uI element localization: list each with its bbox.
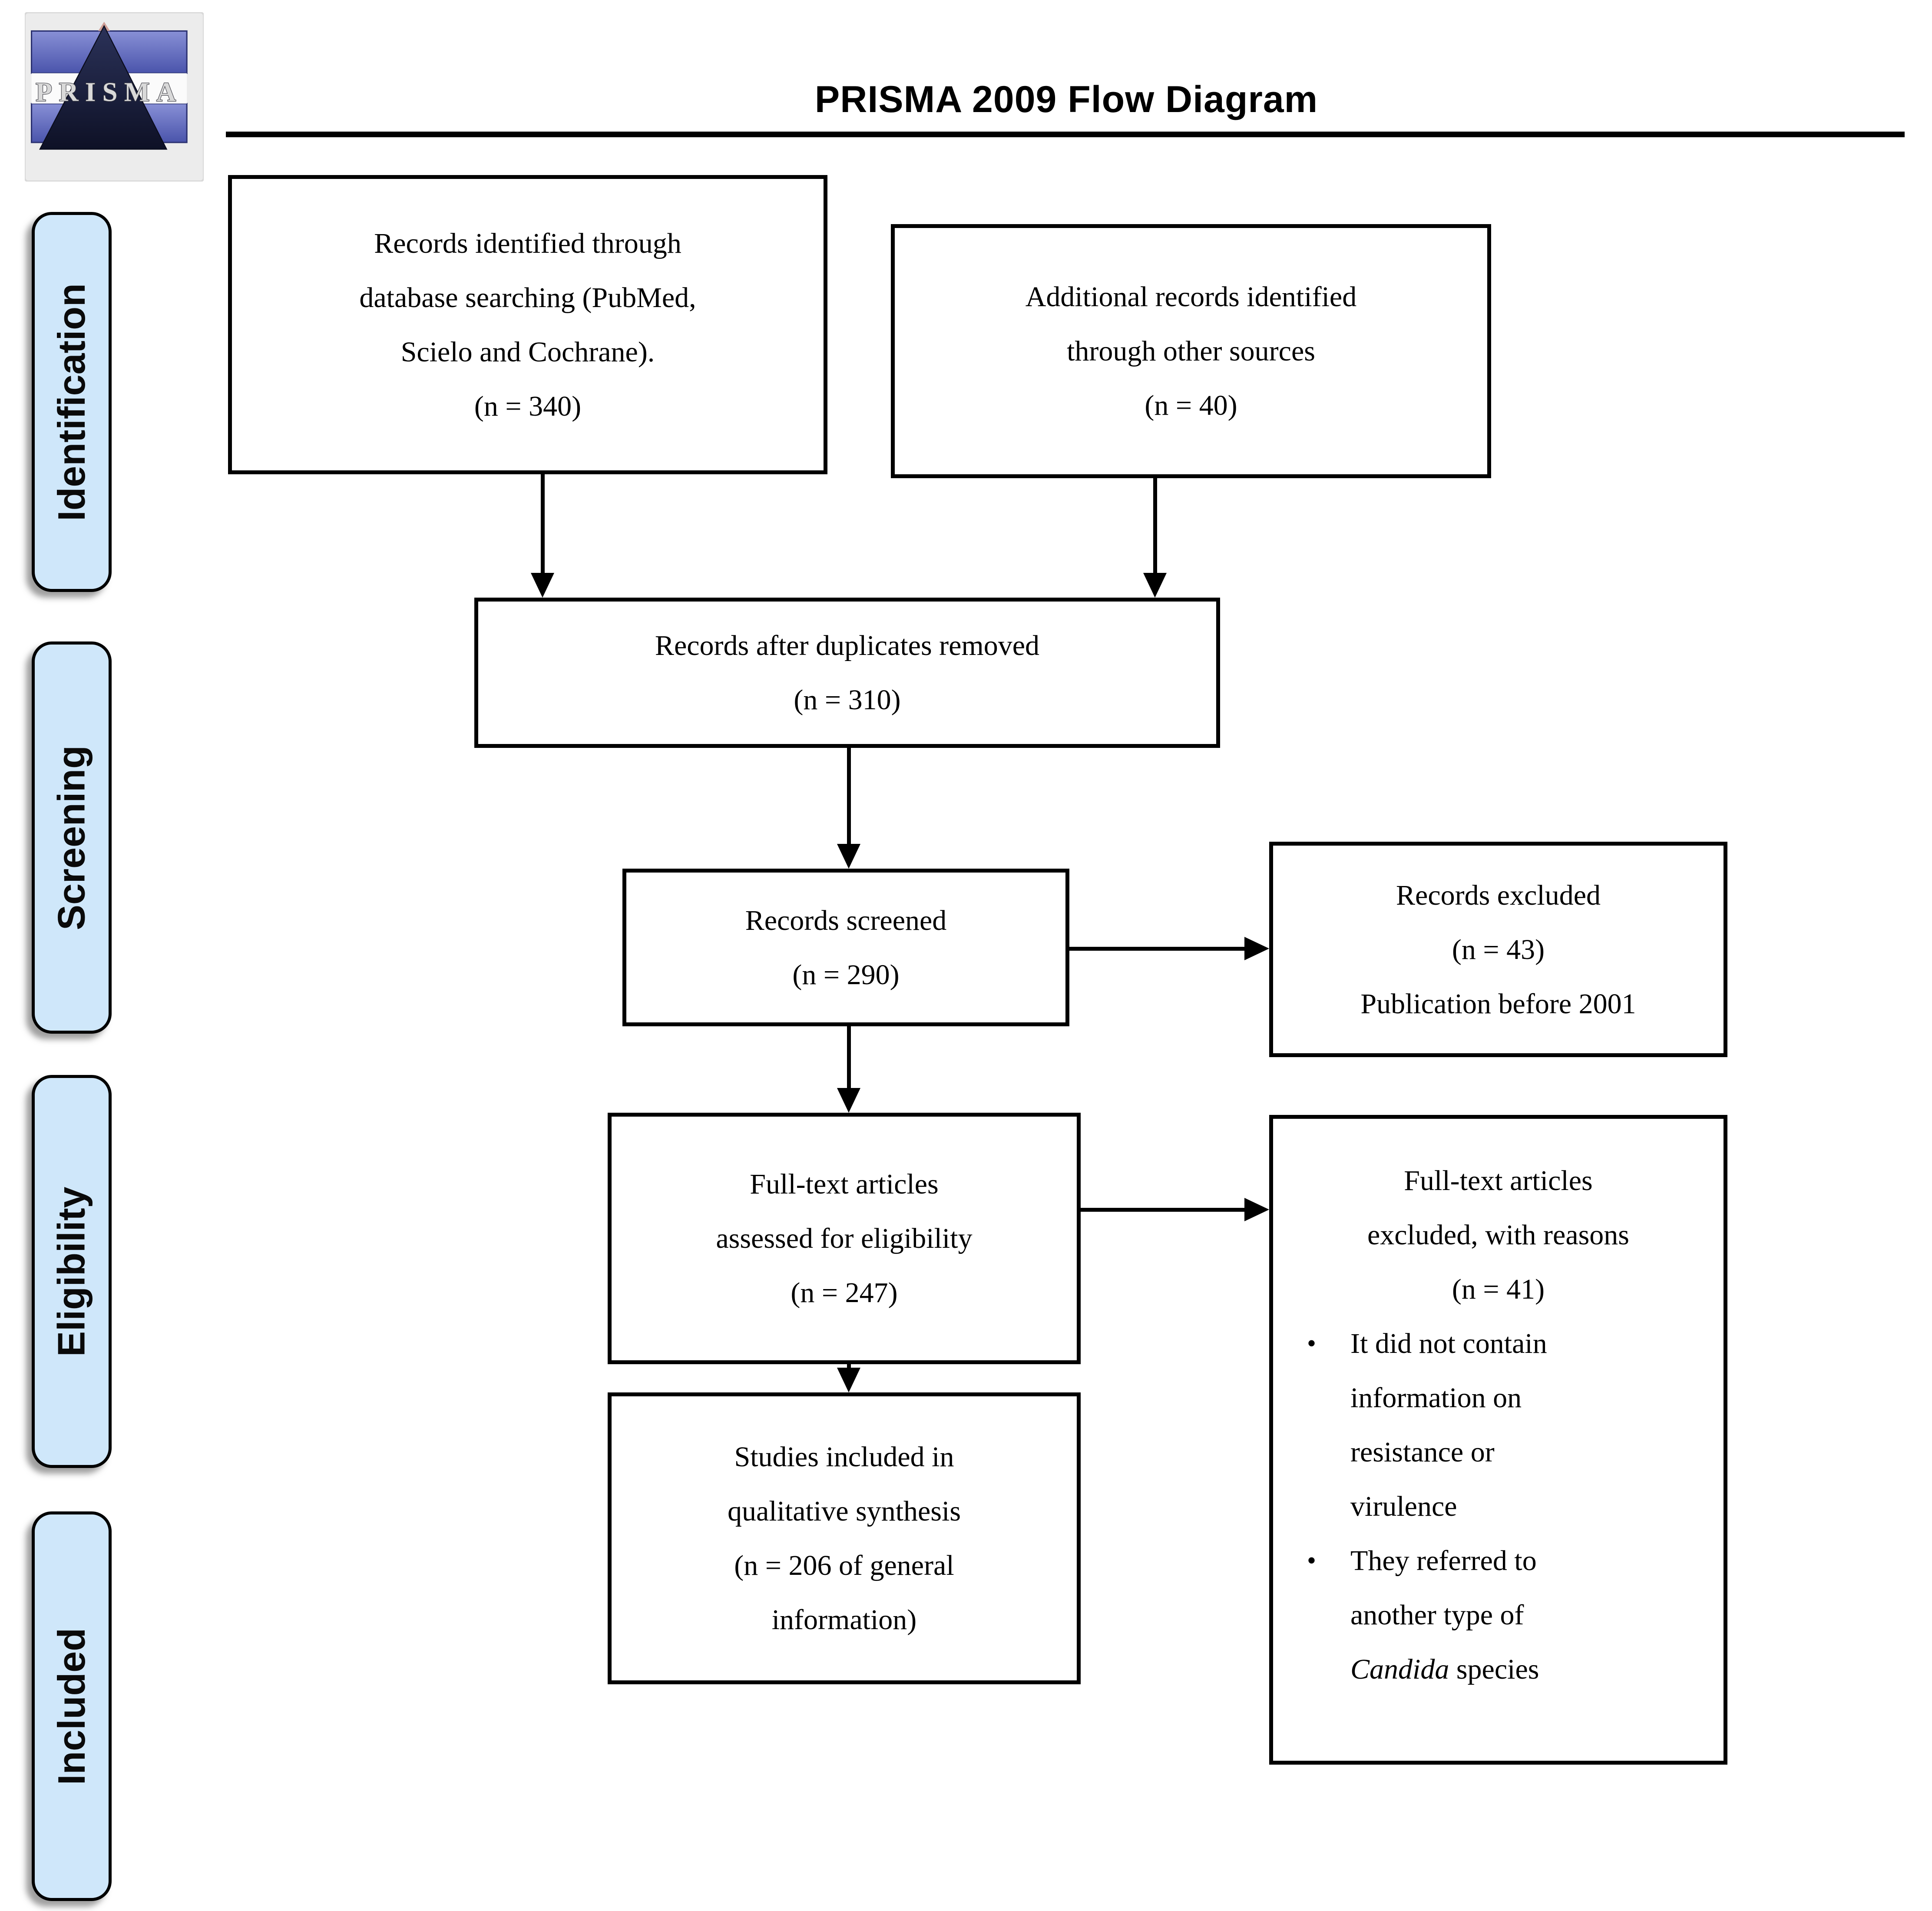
arrow-identified-to-duplicates [541,474,545,575]
box-text-line: (n = 41) [1452,1273,1545,1305]
box-records-screened: Records screened (n = 290) [622,869,1069,1026]
box-text-line: Studies included in [734,1441,954,1473]
arrowhead-right-icon [1244,1198,1269,1221]
arrowhead-down-icon [1143,573,1167,598]
box-text-line: (n = 340) [474,390,582,422]
stage-eligibility-label: Eligibility [50,1186,93,1357]
candida-italic: Candida [1350,1653,1449,1685]
box-additional-records: Additional records identified through ot… [891,224,1491,478]
bullet-icon: • [1307,1329,1317,1358]
arrowhead-down-icon [837,1368,860,1392]
box-included-synthesis: Studies included in qualitative synthesi… [608,1392,1081,1684]
stage-eligibility: Eligibility [32,1075,112,1468]
stage-included-label: Included [50,1627,93,1785]
arrowhead-down-icon [837,844,860,869]
box-fulltext-assessed: Full-text articles assessed for eligibil… [608,1113,1081,1364]
box-text-line: virulence [1350,1491,1457,1522]
box-text-line: resistance or [1350,1436,1495,1468]
species-text: species [1449,1653,1539,1685]
box-text-line: (n = 247) [791,1277,898,1309]
box-text-line: Records after duplicates removed [655,630,1040,661]
stage-screening: Screening [32,641,112,1034]
box-records-identified: Records identified through database sear… [228,175,827,474]
arrow-screened-to-fulltext [847,1026,851,1090]
box-text-line: database searching (PubMed, [359,281,696,314]
box-text-line: They referred to [1350,1545,1537,1577]
box-text-line: Records identified through [374,227,681,259]
box-text-line: Full-text articles [750,1168,939,1200]
arrowhead-down-icon [531,573,554,598]
box-text-line: assessed for eligibility [716,1223,973,1254]
arrow-additional-to-duplicates [1153,478,1157,575]
arrow-screened-to-excluded [1069,947,1247,951]
exclusion-reason-item: • It did not contain information on resi… [1273,1316,1724,1534]
arrow-duplicates-to-screened [847,748,851,846]
box-text-line: another type of [1350,1599,1524,1631]
exclusion-reason-item: • They referred to another type of Candi… [1273,1534,1724,1696]
box-text-line: Records excluded [1396,879,1601,911]
box-text-line: (n = 43) [1452,933,1545,965]
box-text-line: Publication before 2001 [1360,988,1636,1020]
page-title: PRISMA 2009 Flow Diagram [814,79,1318,120]
bullet-icon: • [1307,1546,1317,1575]
arrowhead-down-icon [837,1088,860,1113]
stage-identification-label: Identification [50,283,93,521]
stage-included: Included [32,1511,112,1901]
arrow-fulltext-to-included [847,1364,851,1370]
box-text-line: It did not contain [1350,1328,1547,1359]
title-underline [226,132,1905,137]
box-text-line: Full-text articles [1404,1165,1593,1197]
box-records-excluded: Records excluded (n = 43) Publication be… [1269,842,1727,1057]
box-fulltext-excluded: Full-text articles excluded, with reason… [1269,1115,1727,1765]
box-text-line: qualitative synthesis [727,1495,961,1527]
arrowhead-right-icon [1244,937,1269,960]
prisma-logo-text: PRISMA [36,78,183,107]
box-text-line: through other sources [1067,335,1315,367]
logo-triangle-icon [39,25,168,150]
box-text-line: (n = 310) [794,684,901,716]
box-text-line: information on [1350,1382,1522,1414]
prisma-logo: PRISMA [25,12,204,182]
box-text-line: (n = 206 of general [734,1550,954,1581]
stage-screening-label: Screening [50,745,93,930]
box-text-line: Scielo and Cochrane). [400,336,655,368]
box-text-line: Candida species [1350,1642,1724,1696]
arrow-fulltext-to-excluded [1081,1208,1247,1212]
box-text-line: excluded, with reasons [1367,1219,1629,1251]
box-text-line: information) [771,1604,917,1636]
box-text-line: (n = 290) [792,959,900,991]
box-text-line: (n = 40) [1145,390,1237,421]
stage-identification: Identification [32,212,112,592]
box-text-line: Records screened [745,904,947,936]
box-text-line: Additional records identified [1025,281,1357,313]
box-duplicates-removed: Records after duplicates removed (n = 31… [474,598,1220,748]
